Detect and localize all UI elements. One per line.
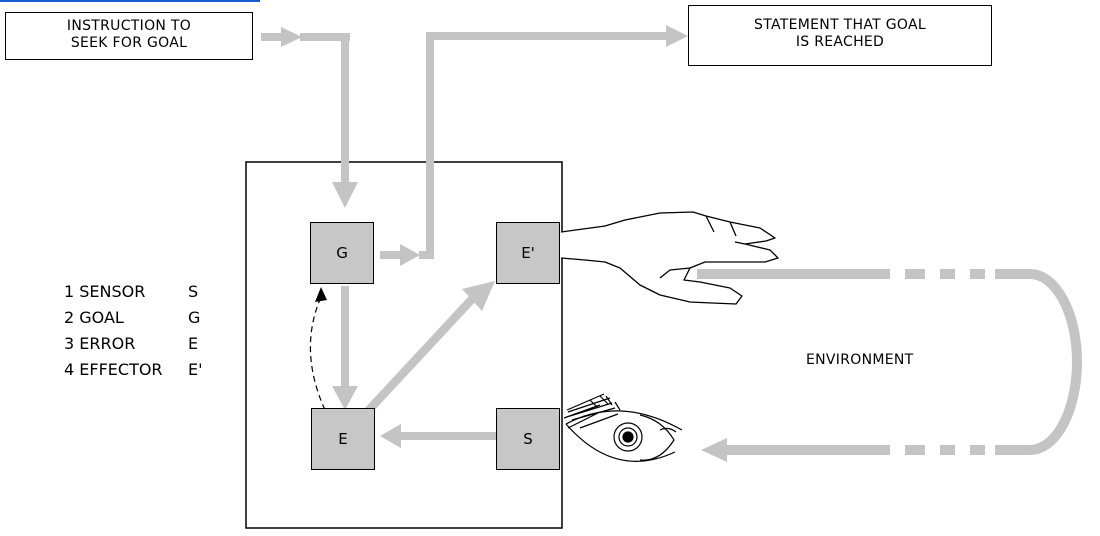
statement-label: STATEMENT THAT GOAL IS REACHED: [754, 17, 926, 50]
legend-symbol: E': [188, 360, 203, 379]
goal-to-statement-arrow: [380, 25, 688, 266]
eye-icon: [563, 393, 683, 462]
environment-loop: [697, 269, 1082, 455]
top-edge-line: [0, 0, 260, 2]
legend-label: 1 SENSOR: [64, 282, 146, 301]
instruction-to-goal-arrow: [261, 27, 358, 208]
goal-to-error-arrow: [332, 286, 358, 410]
hand-icon: [560, 211, 779, 305]
legend-label: 4 EFFECTOR: [64, 360, 163, 379]
legend-item: 3 ERROR E: [64, 331, 203, 357]
effector-node-label: E': [521, 244, 535, 262]
sensor-node: S: [496, 408, 560, 470]
error-node: E: [311, 408, 375, 470]
environment-arrowhead: [701, 438, 727, 462]
legend-item: 4 EFFECTOR E': [64, 357, 203, 383]
instruction-label: INSTRUCTION TO SEEK FOR GOAL: [66, 18, 192, 51]
effector-node: E': [496, 222, 560, 284]
environment-label: ENVIRONMENT: [806, 352, 914, 368]
legend-label: 2 GOAL: [64, 308, 124, 327]
error-to-goal-dashed-arrow: [309, 287, 327, 411]
legend-label: 3 ERROR: [64, 334, 136, 353]
legend-symbol: E: [188, 334, 199, 353]
legend-item: 1 SENSOR S: [64, 279, 203, 305]
legend-item: 2 GOAL G: [64, 305, 203, 331]
error-to-effector-arrow: [364, 281, 495, 415]
sensor-to-error-arrow: [380, 424, 497, 448]
system-enclosure: [245, 161, 563, 529]
goal-node-label: G: [336, 244, 348, 262]
goal-node: G: [310, 222, 374, 284]
sensor-node-label: S: [523, 430, 533, 448]
statement-box: STATEMENT THAT GOAL IS REACHED: [688, 5, 992, 66]
legend-symbol: S: [188, 282, 199, 301]
legend: 1 SENSOR S 2 GOAL G 3 ERROR E 4 EFFECTOR…: [64, 279, 203, 383]
instruction-box: INSTRUCTION TO SEEK FOR GOAL: [5, 12, 253, 60]
legend-symbol: G: [188, 308, 201, 327]
error-node-label: E: [338, 430, 348, 448]
